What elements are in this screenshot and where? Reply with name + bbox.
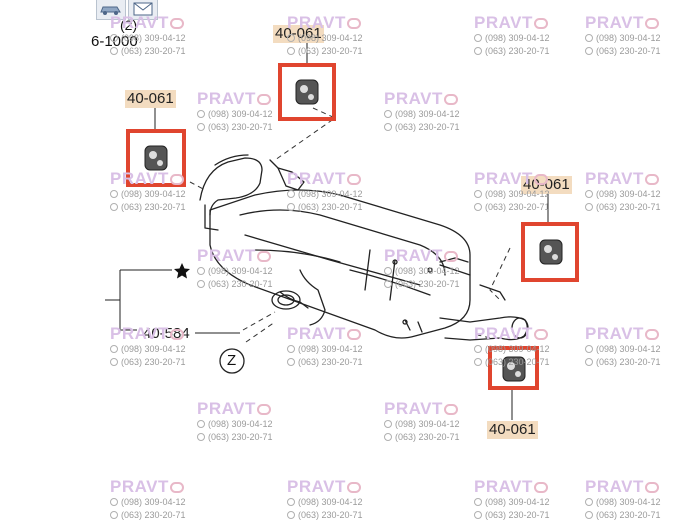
- center-pipe: [299, 269, 326, 326]
- dash-line-top: [274, 107, 337, 161]
- callout-right[interactable]: [521, 222, 579, 282]
- part-label-bottom[interactable]: 40-061: [487, 421, 538, 439]
- flange: [271, 290, 301, 310]
- zone-label: Z: [227, 352, 237, 369]
- muffler-body: [209, 189, 471, 339]
- dash-line-bottom: [477, 334, 491, 339]
- dash-line-pipe: [242, 311, 276, 331]
- hanger-bottom-icon: [502, 356, 526, 382]
- hanger-right-icon: [539, 239, 563, 265]
- star-marker-icon: [174, 263, 190, 279]
- bracket-line: [105, 269, 172, 331]
- front-pipe: [199, 157, 263, 216]
- part-label-right[interactable]: 40-061: [521, 176, 572, 194]
- dash-line-right: [489, 247, 511, 301]
- zone-marker-icon: [219, 348, 245, 374]
- ref-number: (2): [120, 17, 138, 33]
- part-label-top[interactable]: 40-061: [273, 25, 324, 43]
- mail-icon: [133, 2, 153, 16]
- callout-top[interactable]: [278, 63, 336, 121]
- car-icon: [100, 6, 121, 15]
- dash-line-z: [245, 321, 276, 343]
- part-label-pipe[interactable]: 40-584: [143, 325, 190, 342]
- callout-bottom[interactable]: [488, 346, 539, 390]
- front-hanger-bracket: [277, 167, 305, 191]
- callout-left[interactable]: [126, 129, 186, 187]
- hanger-left-icon: [144, 145, 168, 171]
- hanger-top-icon: [295, 79, 319, 105]
- part-label-left[interactable]: 40-061: [125, 90, 176, 108]
- car-icon-button[interactable]: [96, 0, 126, 20]
- tailpipe: [439, 316, 528, 341]
- dash-line-left: [189, 181, 206, 191]
- mail-icon-button[interactable]: [128, 0, 158, 20]
